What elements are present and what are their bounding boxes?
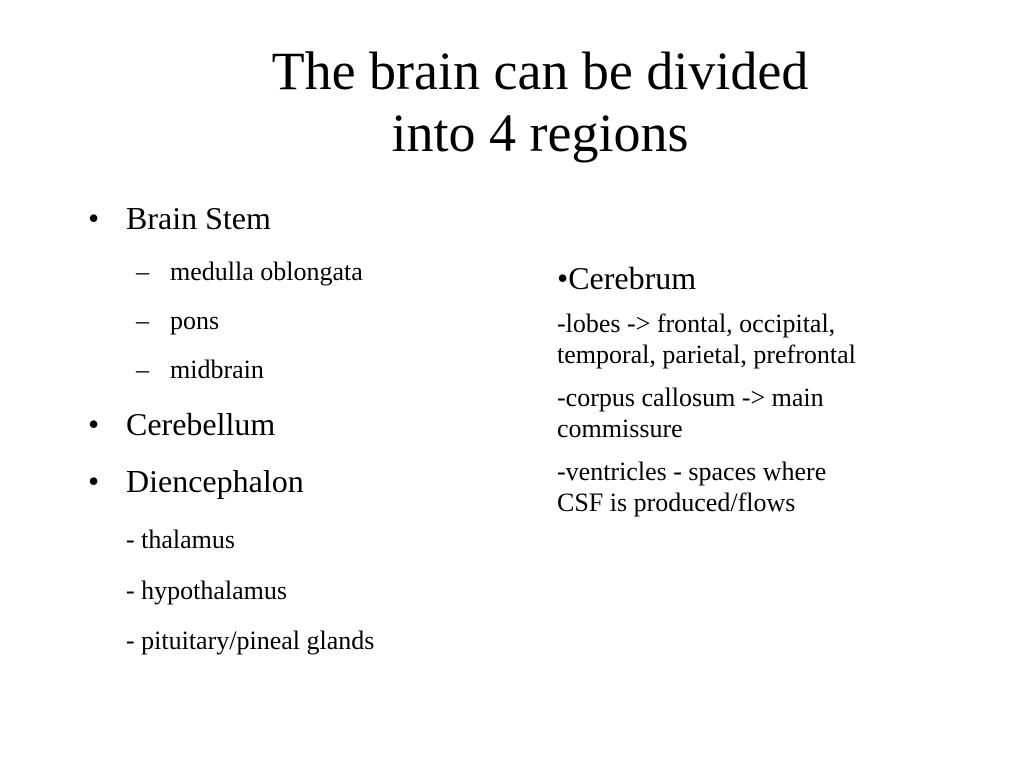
bullet-text: Cerebellum	[126, 406, 276, 442]
cerebrum-lobes-line-1: -lobes -> frontal, occipital,	[557, 309, 836, 338]
sub-bullet-text: midbrain	[170, 355, 264, 384]
title-line-1: The brain can be divided	[271, 41, 809, 101]
corpus-callosum-line-1: -corpus callosum -> main	[557, 383, 824, 412]
bullet-marker: •	[88, 200, 100, 236]
bullet-text: Diencephalon	[126, 463, 304, 499]
sub-bullet-midbrain: – midbrain	[136, 355, 264, 385]
sub-bullet-text: pons	[170, 306, 220, 335]
cerebrum-ventricles: -ventricles - spaces where CSF is produc…	[557, 456, 977, 518]
cerebrum-heading: •Cerebrum	[557, 260, 697, 296]
left-column: • Brain Stem – medulla oblongata – pons …	[88, 200, 375, 655]
diencephalon-sub-thalamus: - thalamus	[126, 525, 236, 554]
bullet-text: Brain Stem	[126, 200, 271, 236]
ventricles-line-1: -ventricles - spaces where	[557, 457, 827, 486]
bullet-cerebellum: • Cerebellum	[88, 406, 275, 442]
ventricles-line-2: CSF is produced/flows	[557, 488, 796, 517]
sub-bullet-text: medulla oblongata	[170, 257, 363, 286]
sub-bullet-pons: – pons	[136, 306, 219, 336]
sub-bullet-medulla: – medulla oblongata	[136, 257, 363, 287]
right-column: •Cerebrum -lobes -> frontal, occipital, …	[557, 260, 977, 530]
cerebrum-lobes-line-2: temporal, parietal, prefrontal	[557, 340, 856, 369]
title-line-2: into 4 regions	[391, 103, 689, 163]
corpus-callosum-line-2: commissure	[557, 414, 683, 443]
bullet-marker: •	[88, 463, 100, 499]
bullet-marker: •	[88, 406, 100, 442]
diencephalon-sub-hypothalamus: - hypothalamus	[126, 576, 288, 605]
dash-marker: –	[136, 355, 149, 384]
cerebrum-corpus-callosum: -corpus callosum -> main commissure	[557, 382, 977, 444]
diencephalon-sub-glands: - pituitary/pineal glands	[126, 626, 375, 655]
bullet-diencephalon: • Diencephalon	[88, 463, 304, 499]
dash-marker: –	[136, 257, 149, 286]
dash-marker: –	[136, 306, 149, 335]
cerebrum-lobes: -lobes -> frontal, occipital, temporal, …	[557, 308, 977, 370]
bullet-brain-stem: • Brain Stem	[88, 200, 271, 236]
slide-title: The brain can be divided into 4 regions	[200, 40, 880, 164]
